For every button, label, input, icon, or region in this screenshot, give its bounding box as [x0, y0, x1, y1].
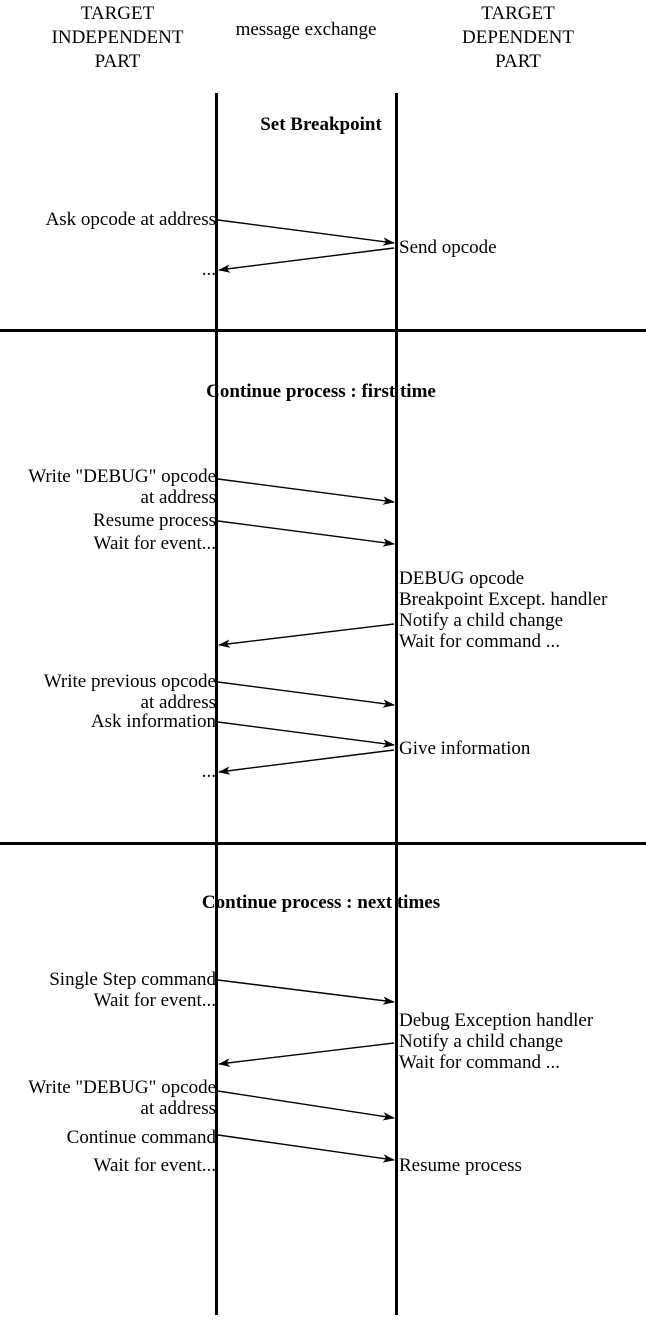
label-ask-information: Ask information [90, 711, 216, 732]
section-title-continue-process-first-time: Continue process : first time [206, 381, 436, 402]
column-header-message-exchange: message exchange [235, 19, 377, 40]
arrow-notify-child-change-2 [218, 1042, 395, 1067]
arrow-single-step-command [217, 979, 395, 1005]
label-ellipsis-1: ... [201, 259, 216, 280]
label-resume-process: Resume process [93, 510, 216, 531]
label-single-step-command: Single Step command Wait for event... [49, 969, 216, 1011]
label-ellipsis-2: ... [201, 761, 216, 782]
arrow-give-information [218, 749, 395, 775]
column-header-target-independent: TARGET INDEPENDENT PART [51, 3, 184, 72]
label-wait-for-event-1: Wait for event... [93, 533, 216, 554]
label-resume-process-2: Resume process [399, 1155, 522, 1176]
arrow-write-debug-opcode [217, 478, 395, 505]
section-divider-1 [0, 329, 646, 332]
label-continue-command: Continue command [66, 1127, 216, 1148]
label-write-debug-opcode-at-address: Write "DEBUG" opcode at address [28, 466, 216, 508]
label-write-debug-opcode-at-address-2: Write "DEBUG" opcode at address [28, 1077, 216, 1119]
label-give-information: Give information [399, 738, 531, 759]
arrow-ask-information [217, 721, 395, 748]
arrow-continue-command [217, 1134, 395, 1163]
arrow-resume-process [217, 520, 395, 547]
label-wait-for-event-2: Wait for event... [93, 1155, 216, 1176]
column-header-target-dependent: TARGET DEPENDENT PART [462, 3, 574, 72]
arrow-notify-child-change [218, 623, 395, 648]
section-title-set-breakpoint: Set Breakpoint [260, 114, 382, 135]
lifeline-target-dependent-part [395, 93, 398, 1315]
label-debug-opcode-handler-block: DEBUG opcode Breakpoint Except. handler … [399, 568, 608, 652]
label-send-opcode: Send opcode [399, 237, 497, 258]
label-debug-exception-handler-block: Debug Exception handler Notify a child c… [399, 1010, 594, 1073]
section-divider-2 [0, 842, 646, 845]
arrow-ask-opcode-at-address [217, 219, 395, 246]
arrow-write-debug-opcode-2 [217, 1090, 395, 1121]
label-write-previous-opcode-at-address: Write previous opcode at address [43, 671, 216, 713]
lifeline-target-independent-part [215, 93, 218, 1315]
section-title-continue-process-next-times: Continue process : next times [201, 892, 441, 913]
arrow-write-previous-opcode [217, 681, 395, 708]
label-ask-opcode-at-address: Ask opcode at address [45, 209, 216, 230]
arrow-send-opcode [218, 247, 395, 273]
